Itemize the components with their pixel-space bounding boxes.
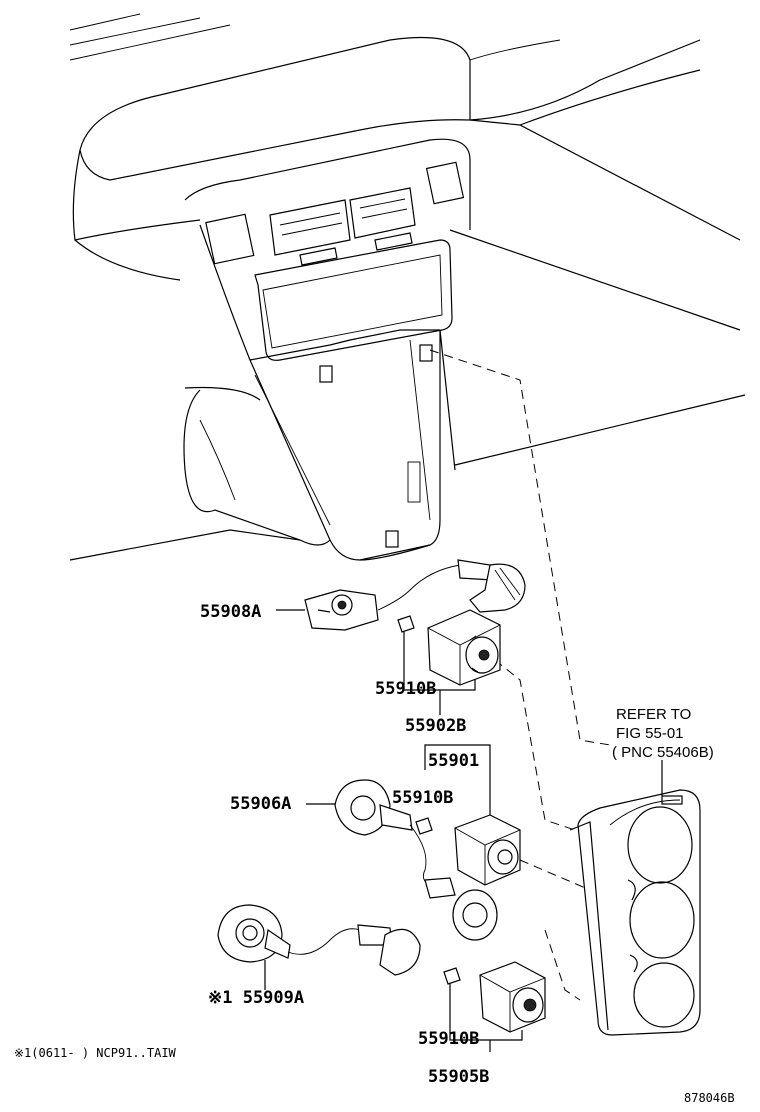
part-55909A-cable bbox=[217, 904, 421, 990]
label-55910B-3: 55910B bbox=[418, 1029, 479, 1049]
dashboard-outline bbox=[69, 13, 746, 561]
leader-lines bbox=[429, 349, 611, 1001]
refer-line-1: REFER TO bbox=[616, 706, 691, 723]
label-55910B-2: 55910B bbox=[392, 788, 453, 808]
part-55901-switch bbox=[454, 814, 521, 886]
part-55901-bracket bbox=[424, 744, 491, 840]
part-55910B-bulb-3 bbox=[443, 967, 523, 1041]
diagram-id: 878046B bbox=[684, 1091, 735, 1105]
label-55902B: 55902B bbox=[405, 716, 466, 736]
part-55910B-bulb-2 bbox=[415, 817, 433, 835]
labels: 55908A 55910B 55902B 55901 55906A 55910B… bbox=[14, 602, 735, 1105]
footnote: ※1(0611- ) NCP91..TAIW bbox=[14, 1046, 177, 1060]
part-55905B-switch bbox=[479, 961, 546, 1052]
part-55906A-cable bbox=[334, 779, 498, 941]
refer-line-2: FIG 55-01 bbox=[616, 725, 684, 742]
label-55905B: 55905B bbox=[428, 1067, 489, 1087]
label-55909A: ※1 55909A bbox=[208, 988, 304, 1008]
label-55901: 55901 bbox=[428, 751, 479, 771]
control-panel-55406B bbox=[569, 760, 701, 1036]
label-55906A: 55906A bbox=[230, 794, 291, 814]
label-55910B-1: 55910B bbox=[375, 679, 436, 699]
refer-line-3: ( PNC 55406B) bbox=[612, 744, 714, 761]
part-55902B-switch bbox=[427, 609, 501, 715]
label-55908A: 55908A bbox=[200, 602, 261, 622]
part-55908A-cable bbox=[304, 559, 526, 631]
